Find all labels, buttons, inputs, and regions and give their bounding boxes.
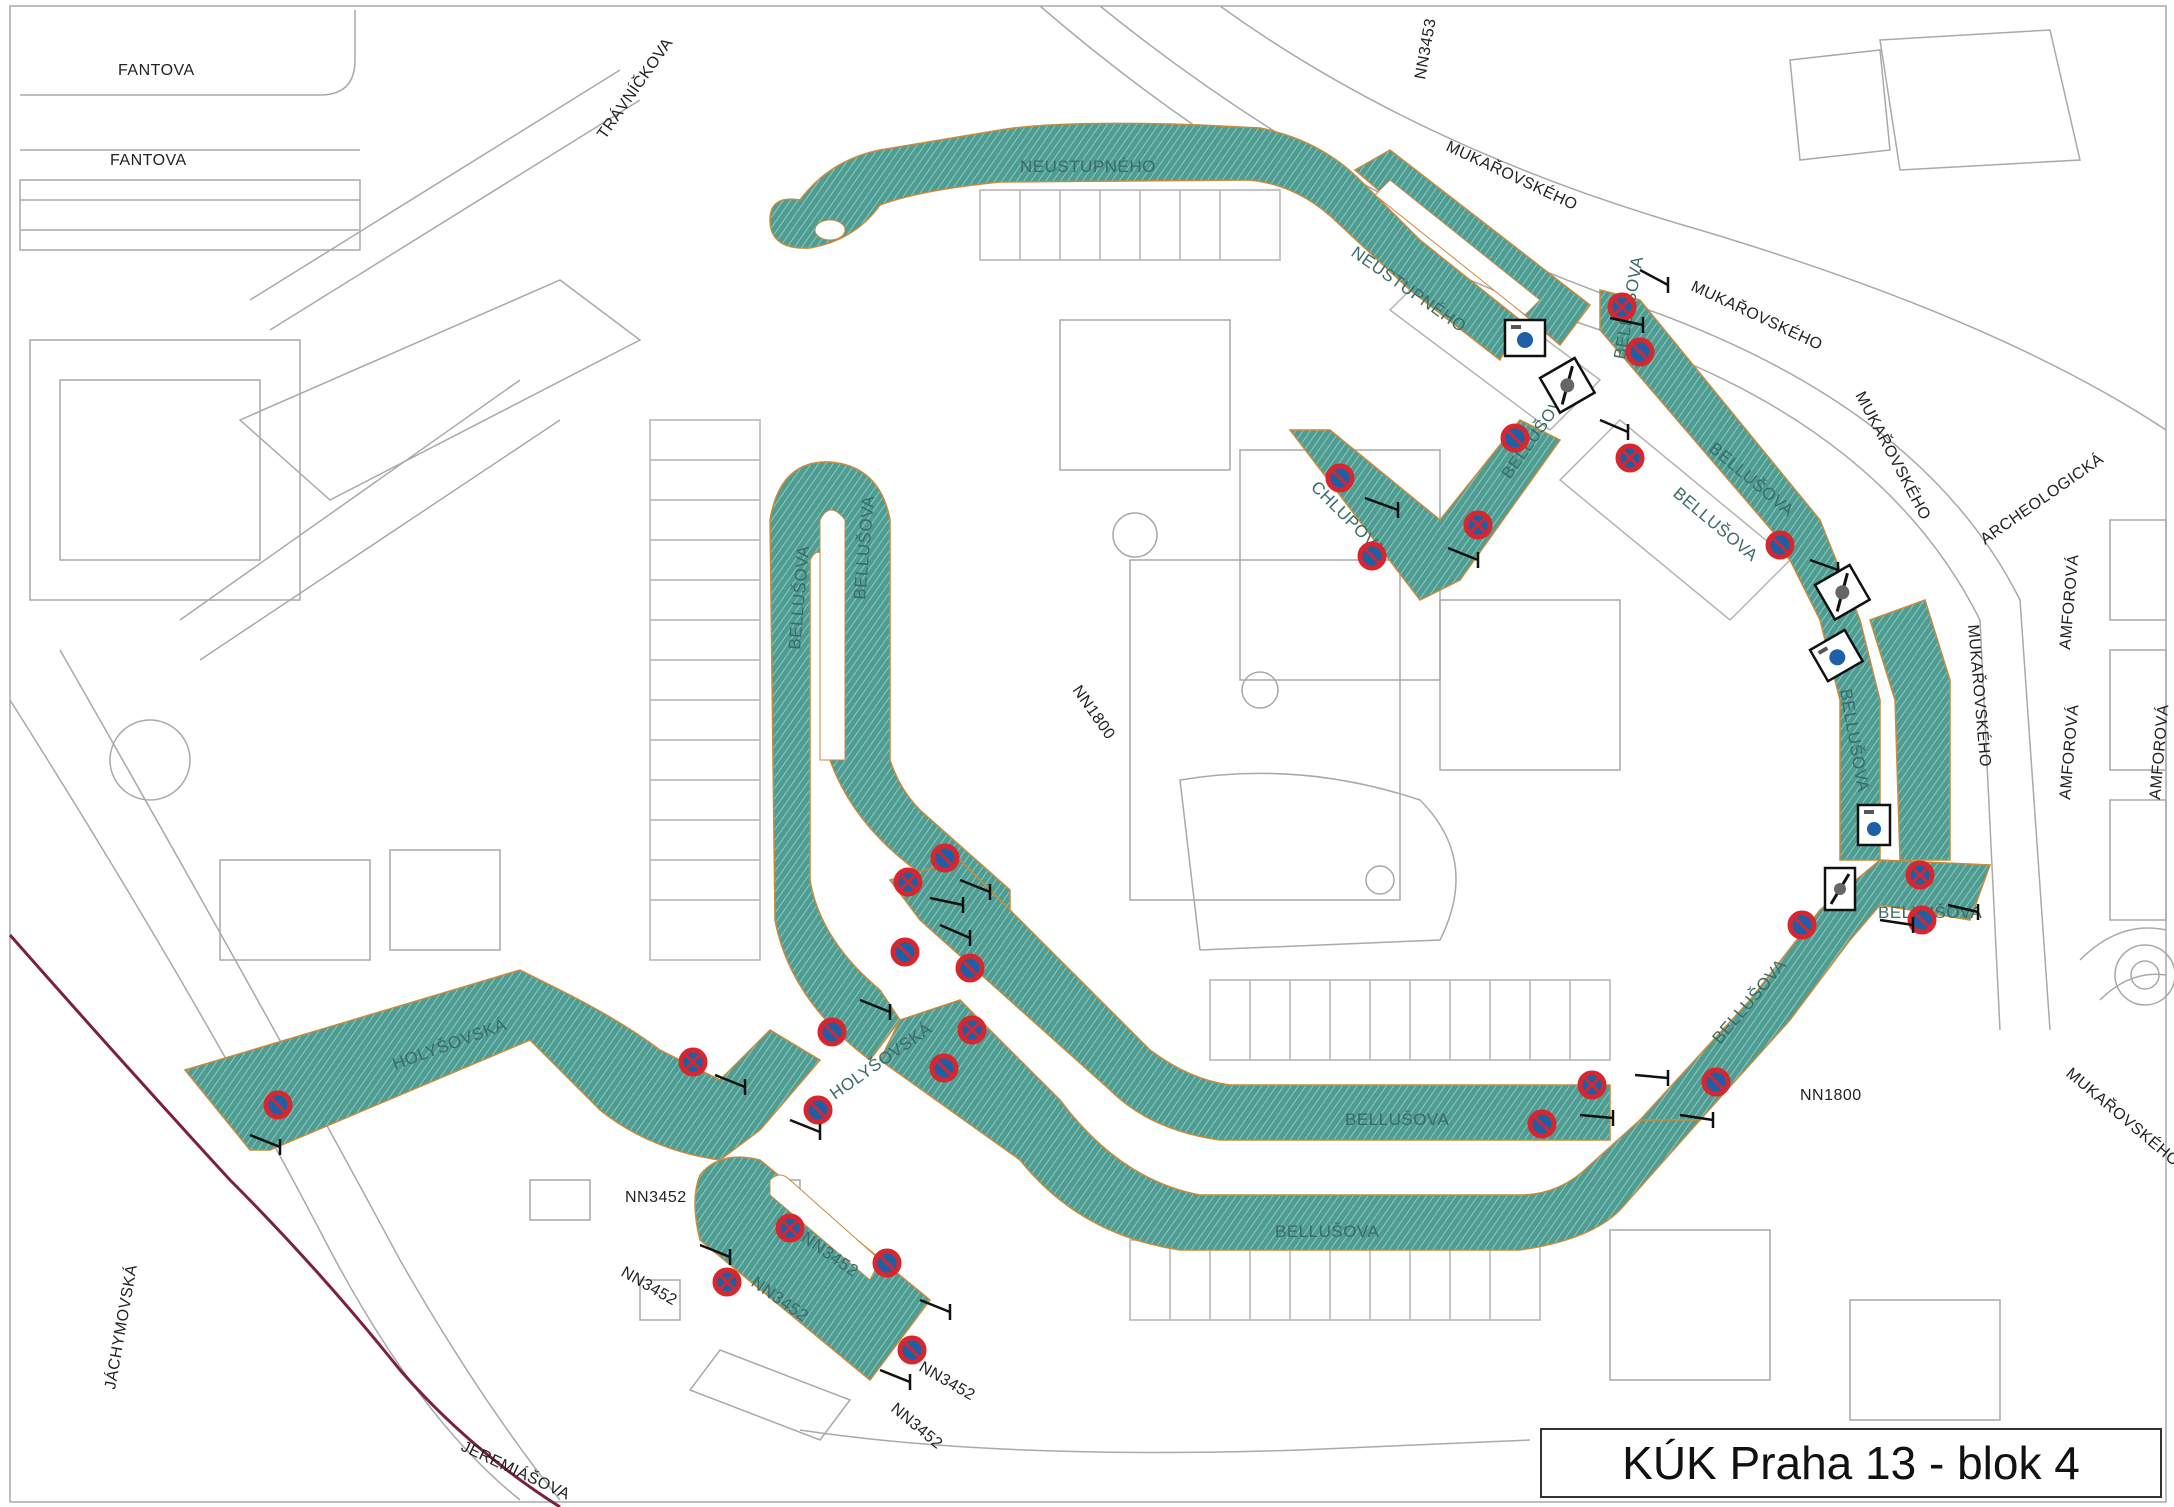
zone-parking-sign — [1808, 628, 1865, 683]
no-stopping-sign — [775, 1213, 805, 1243]
no-stopping-sign — [1357, 541, 1387, 571]
zone-boundary-bar — [929, 896, 965, 913]
zone-boundary-bar — [1609, 316, 1645, 333]
street-label-fantova: FANTOVA — [110, 152, 187, 169]
no-stopping-sign — [1577, 1070, 1607, 1100]
no-stopping-sign — [957, 1015, 987, 1045]
no-stopping-sign — [712, 1267, 742, 1297]
no-stopping-sign — [930, 843, 960, 873]
zone-end-sign — [1823, 866, 1857, 912]
zone-parking-sign — [1856, 803, 1892, 847]
no-stopping-sign — [263, 1090, 293, 1120]
no-stopping-sign — [817, 1017, 847, 1047]
no-stopping-sign — [929, 1053, 959, 1083]
zone-nn3452-lower — [694, 1156, 932, 1382]
zone-label-bellusova: BELLUŠOVA — [1275, 1222, 1380, 1241]
no-stopping-sign — [1765, 530, 1795, 560]
zone-boundary-bar — [789, 1118, 822, 1140]
zone-boundary-bar — [959, 878, 992, 900]
street-label-nn1800: NN1800 — [1069, 683, 1118, 743]
zone-boundary-bar — [1879, 917, 1915, 933]
zone-boundary-bar — [1634, 1070, 1670, 1086]
info-signs — [1503, 318, 1892, 912]
street-label-jeremiasova: JEREMIÁŠOVA — [458, 1436, 573, 1503]
zone-boundary-bar — [1679, 1112, 1715, 1128]
street-label-nn3453: NN3453 — [1412, 17, 1439, 81]
no-stopping-sign — [1607, 292, 1637, 322]
street-label-mukarovskeho: MUKAŘOVSKÉHO — [2062, 1064, 2174, 1170]
no-stopping-sign — [678, 1047, 708, 1077]
zone-boundary-bar — [1447, 546, 1480, 568]
street-label-mukarovskeho: MUKAŘOVSKÉHO — [1443, 136, 1581, 214]
zone-holysovska-west — [183, 969, 822, 1161]
zone-islands — [769, 179, 1541, 1281]
street-label-amforova: AMFOROVÁ — [2055, 703, 2082, 800]
no-stopping-sign — [872, 1248, 902, 1278]
parking-zone-areas — [183, 122, 1992, 1382]
no-stopping-sign — [1905, 860, 1935, 890]
no-stopping-sign — [955, 953, 985, 983]
street-label-amforova: AMFOROVÁ — [2145, 703, 2172, 800]
street-label-nn3452: NN3452 — [625, 1189, 687, 1206]
no-stopping-sign — [1907, 905, 1937, 935]
zone-boundary-bar — [879, 1368, 912, 1390]
zone-boundary-bar — [249, 1133, 282, 1155]
no-stopping-sign — [1625, 337, 1655, 367]
zone-boundary-bar — [1364, 496, 1400, 518]
zone-boundary-bar — [1947, 903, 1980, 920]
no-stopping-sign — [803, 1095, 833, 1125]
zone-boundary-bar — [1599, 418, 1630, 440]
no-stopping-sign — [893, 867, 923, 897]
street-label-travnickova: TRÁVNÍČKOVA — [593, 34, 677, 142]
street-label-jachymovska: JÁCHYMOVSKÁ — [100, 1263, 141, 1391]
no-stopping-sign — [1463, 510, 1493, 540]
street-label-amforova: AMFOROVÁ — [2055, 553, 2082, 650]
zone-boundary-bar — [859, 998, 892, 1020]
zone-neustupneho-top — [769, 122, 1521, 362]
street-label-mukarovskeho: MUKAŘOVSKÉHO — [1851, 388, 1935, 523]
zone-boundary-bars — [249, 268, 1980, 1390]
no-stopping-sign — [1701, 1067, 1731, 1097]
street-label-mukarovskeho: MUKAŘOVSKÉHO — [1964, 624, 1995, 768]
map-title: KÚK Praha 13 - blok 4 — [1622, 1437, 2080, 1489]
zone-boundary-bar — [939, 923, 972, 946]
zone-boundary-bar — [714, 1073, 747, 1095]
no-stopping-sign — [1325, 463, 1355, 493]
zone-boundary-bar — [699, 1243, 732, 1265]
street-label-mukarovskeho: MUKAŘOVSKÉHO — [1688, 276, 1826, 354]
street-label-nn3452: NN3452 — [618, 1264, 680, 1310]
zone-bellusova-bottom-loop — [879, 999, 1702, 1251]
district-boundary-line — [8, 934, 561, 1507]
no-stopping-sign — [1615, 443, 1645, 473]
street-label-nn3452: NN3452 — [916, 1359, 978, 1405]
zone-chlupova — [1288, 419, 1562, 601]
zone-bellusova-far-right — [1869, 599, 1951, 861]
zone-boundary-bar — [1639, 268, 1670, 293]
no-stopping-sign — [1787, 910, 1817, 940]
zone-end-sign — [1538, 356, 1597, 415]
map-title-box: KÚK Praha 13 - blok 4 — [1540, 1428, 2162, 1498]
street-label-fantova: FANTOVA — [118, 62, 195, 79]
zone-end-sign — [1813, 563, 1872, 622]
no-stopping-sign — [1500, 423, 1530, 453]
zone-parking-sign — [1503, 318, 1547, 358]
zone-boundary-bar — [1579, 1110, 1615, 1126]
no-stopping-sign — [890, 937, 920, 967]
street-label-nn1800: NN1800 — [1800, 1087, 1862, 1104]
street-label-nn3452: NN3452 — [887, 1400, 945, 1453]
zone-boundary-bar — [919, 1298, 952, 1320]
zone-label-neustupneho: NEUSTUPNÉHO — [1020, 157, 1156, 176]
no-stopping-sign — [897, 1335, 927, 1365]
no-stopping-sign — [1527, 1109, 1557, 1139]
street-label-archeologicka: ARCHEOLOGICKÁ — [1976, 449, 2107, 548]
no-stopping-signs — [263, 292, 1937, 1365]
zone-label-bellusova: BELLUŠOVA — [1345, 1110, 1450, 1129]
zone-bellusova-lower-right — [1638, 859, 1992, 1121]
